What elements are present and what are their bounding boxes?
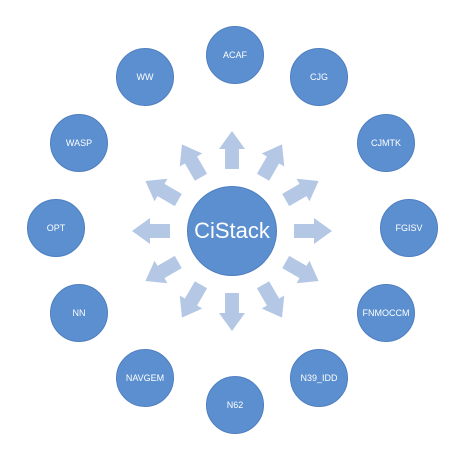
node-opt: OPT xyxy=(27,199,85,257)
node-wasp: WASP xyxy=(50,114,108,172)
arrow-cjmtk xyxy=(282,178,319,207)
node-nn: NN xyxy=(50,284,108,342)
node-label: NN xyxy=(72,308,86,318)
node-label: CJG xyxy=(310,72,328,82)
node-label: ACAF xyxy=(222,50,247,60)
arrow-n62 xyxy=(219,293,245,331)
node-label: WASP xyxy=(65,138,93,148)
arrow-ww xyxy=(179,144,208,181)
arrow-cjg xyxy=(256,144,285,181)
arrow-n39-idd xyxy=(256,281,285,318)
node-fgisv: FGISV xyxy=(380,199,438,257)
arrow-nn xyxy=(145,255,182,284)
node-label: N62 xyxy=(226,400,244,410)
arrow-opt xyxy=(132,218,170,244)
node-label: WW xyxy=(136,72,154,82)
node-navgem: NAVGEM xyxy=(116,349,174,407)
node-fnmoccm: FNMOCCM xyxy=(357,284,415,342)
arrow-wasp xyxy=(145,178,182,207)
center-node-label: CiStack xyxy=(194,218,270,243)
center-node-cistack: CiStack xyxy=(187,186,277,276)
arrow-acaf xyxy=(219,131,245,169)
node-cjg: CJG xyxy=(290,48,348,106)
node-label: NAVGEM xyxy=(125,373,165,383)
node-ww: WW xyxy=(116,48,174,106)
arrow-fgisv xyxy=(294,218,332,244)
node-label: N39_IDD xyxy=(300,373,338,383)
node-label: OPT xyxy=(46,223,66,233)
arrow-navgem xyxy=(179,281,208,318)
node-label: CJMTK xyxy=(371,138,401,148)
node-acaf: ACAF xyxy=(206,26,264,84)
node-n62: N62 xyxy=(206,376,264,434)
node-n39-idd: N39_IDD xyxy=(290,349,348,407)
node-label: FNMOCCM xyxy=(362,308,410,318)
node-label: FGISV xyxy=(395,223,423,233)
arrow-fnmoccm xyxy=(282,255,319,284)
node-cjmtk: CJMTK xyxy=(357,114,415,172)
